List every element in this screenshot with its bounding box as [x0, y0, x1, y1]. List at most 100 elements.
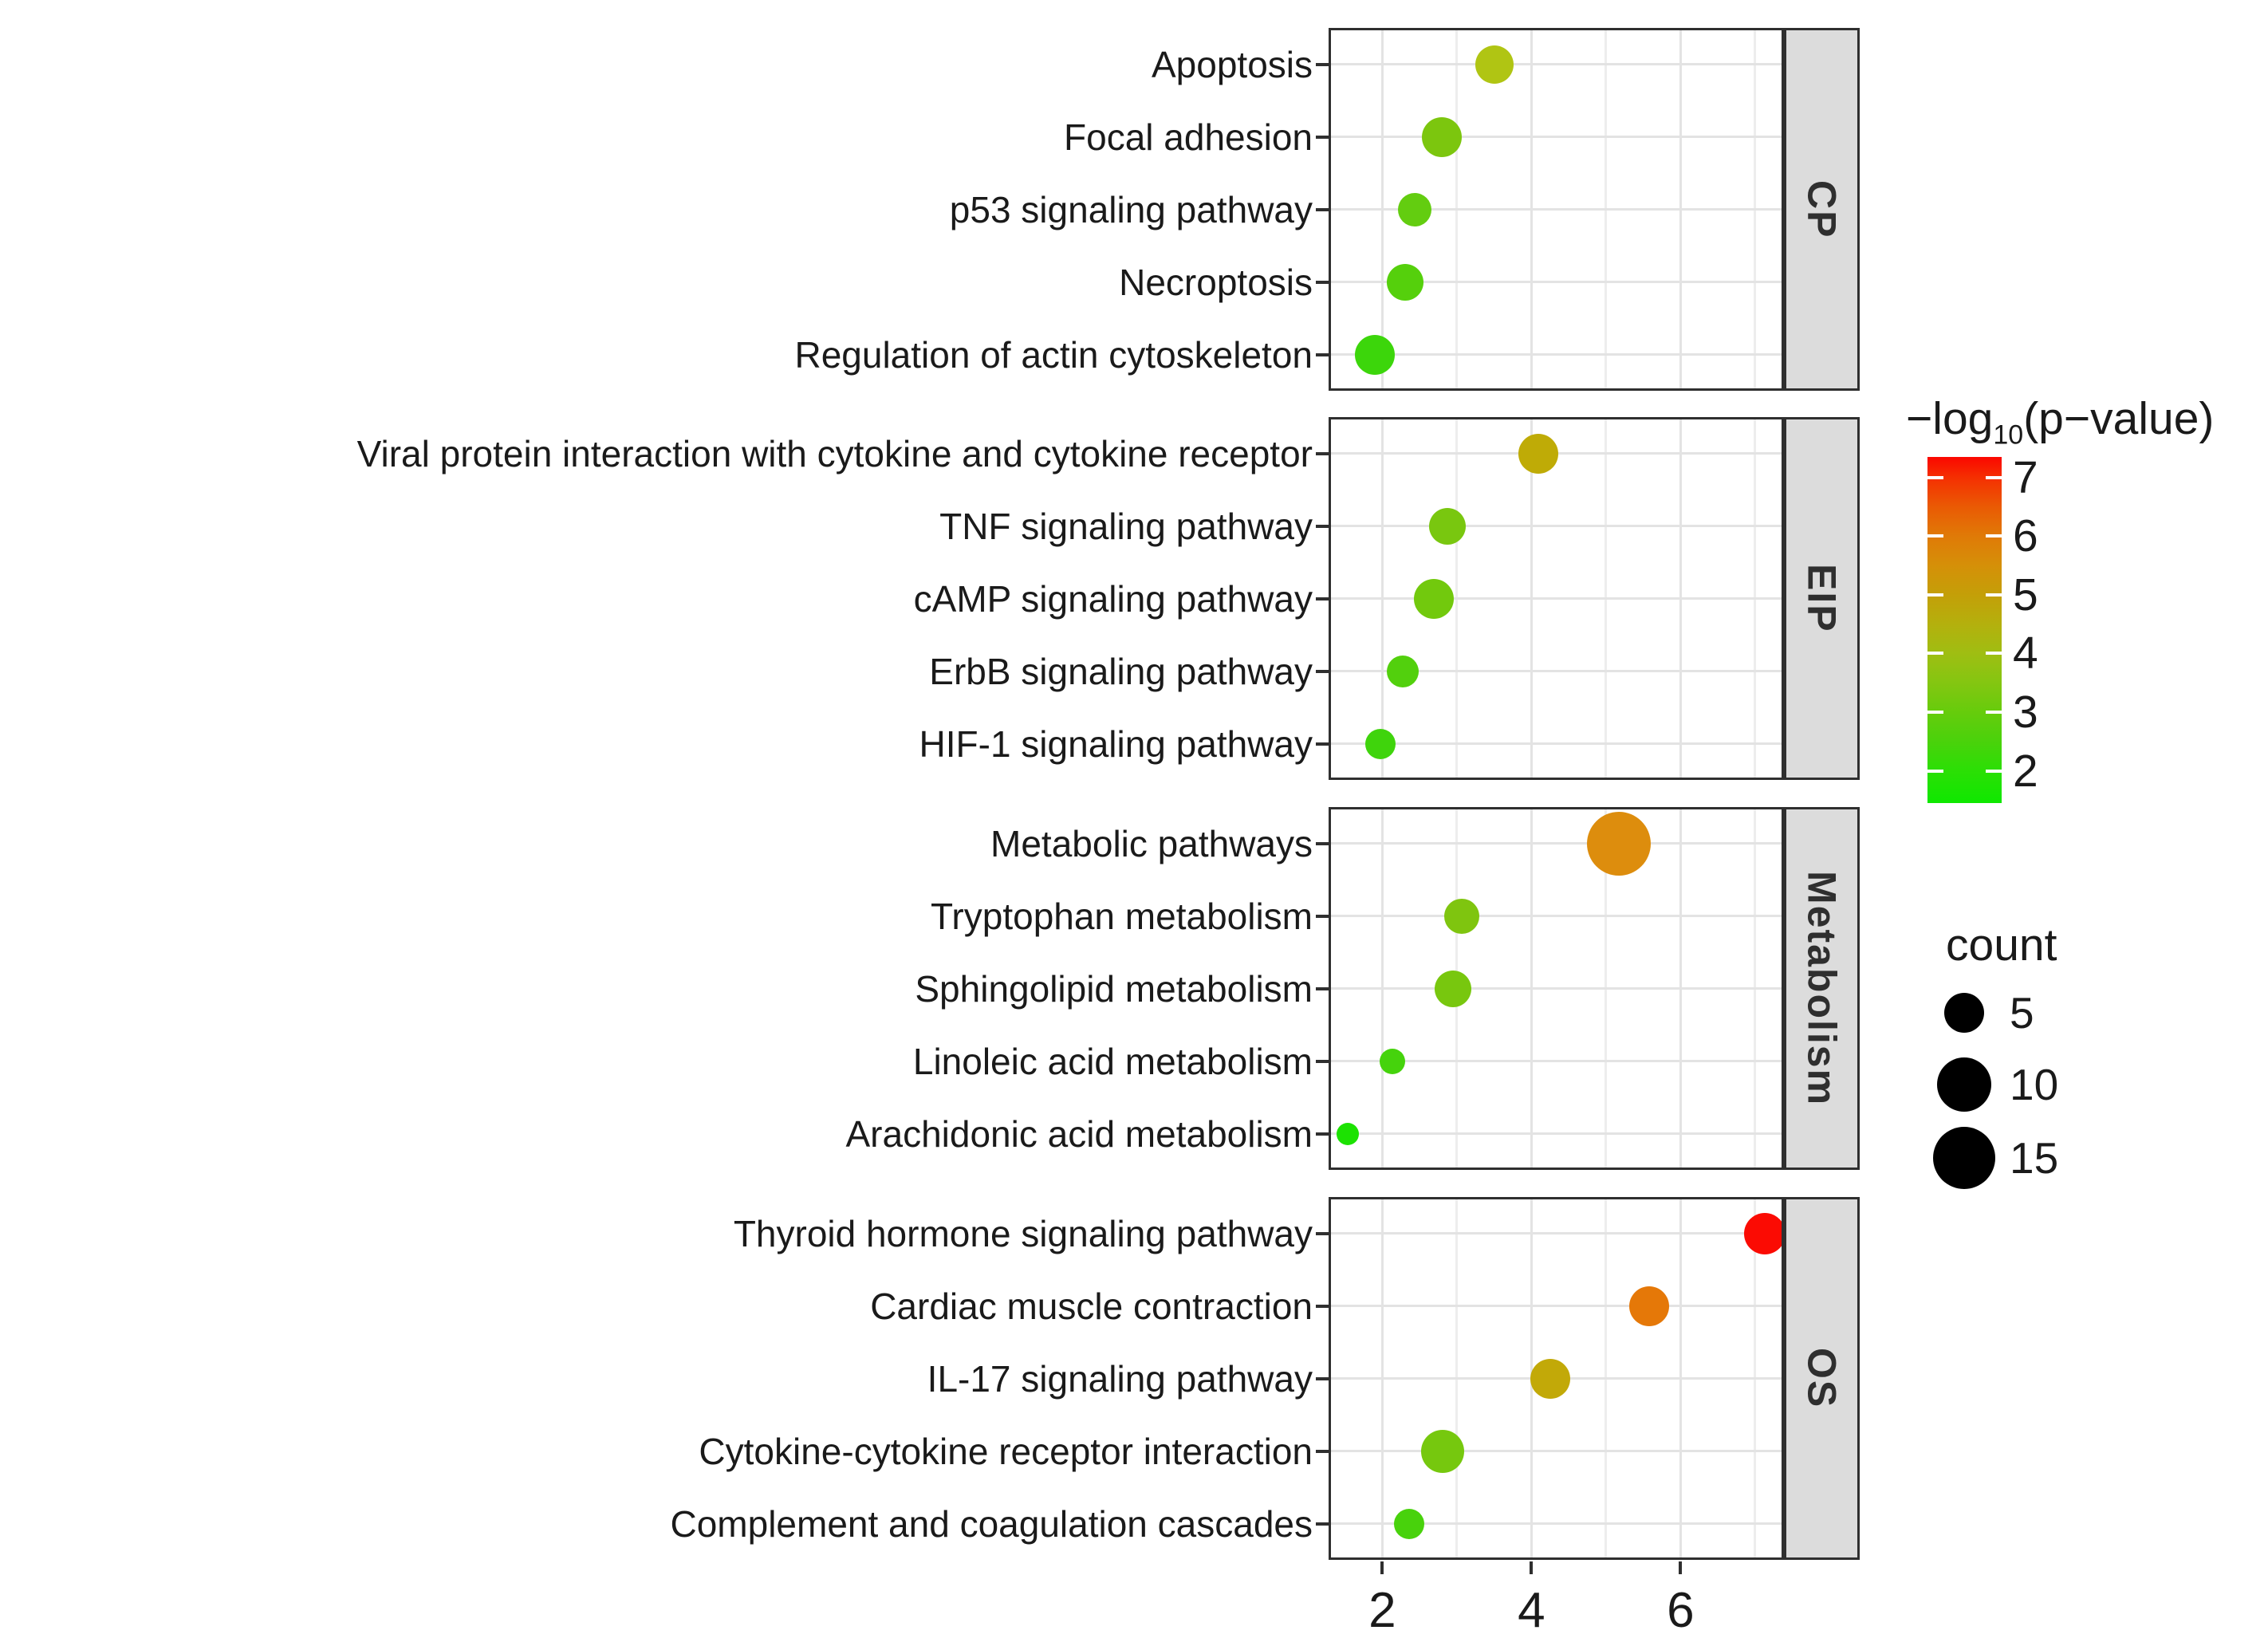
colorbar-tick	[1927, 652, 1943, 656]
colorbar-tick	[1927, 710, 1943, 714]
facet-strip-cp: CP	[1784, 28, 1860, 391]
color-legend-title-sub: 10	[1993, 419, 2024, 451]
pathway-label: Cardiac muscle contraction	[870, 1285, 1313, 1327]
dot-sphingolipid-metabolism	[1435, 970, 1472, 1007]
colorbar-tick	[1927, 769, 1943, 773]
gridline-horizontal	[1331, 670, 1782, 672]
y-axis-tick	[1316, 986, 1329, 990]
dot-hif-1-signaling-pathway	[1365, 728, 1396, 759]
y-axis-tick	[1316, 1376, 1329, 1380]
count-legend-circle	[1937, 1057, 1991, 1112]
dot-arachidonic-acid-metabolism	[1337, 1122, 1360, 1145]
colorbar-tick	[1986, 534, 2002, 538]
pathway-label: Thyroid hormone signaling pathway	[733, 1212, 1313, 1254]
colorbar-tick	[1986, 652, 2002, 656]
gridline-horizontal	[1331, 742, 1782, 745]
dot-regulation-of-actin-cytoskeleton	[1354, 334, 1395, 375]
y-axis-tick	[1316, 597, 1329, 600]
x-axis-tick-label: 6	[1667, 1583, 1695, 1638]
gridline-horizontal	[1331, 208, 1782, 211]
dot-cytokine-cytokine-receptor-interaction	[1421, 1429, 1465, 1473]
gridline-horizontal	[1331, 1132, 1782, 1135]
dot-camp-signaling-pathway	[1413, 578, 1454, 619]
dot-il-17-signaling-pathway	[1530, 1358, 1570, 1399]
gridline-horizontal	[1331, 353, 1782, 356]
pathway-label: Necroptosis	[1119, 261, 1313, 303]
gridline-horizontal	[1331, 1450, 1782, 1452]
count-legend-circle	[1944, 993, 1984, 1033]
size-legend-title: count	[1946, 919, 2057, 971]
colorbar-gradient	[1927, 457, 2002, 803]
facet-strip-label: OS	[1799, 1348, 1845, 1409]
pathway-label: Sphingolipid metabolism	[915, 967, 1313, 1010]
pathway-label: Apoptosis	[1151, 43, 1313, 85]
pathway-label: cAMP signaling pathway	[913, 577, 1313, 620]
color-legend-title-prefix: −log	[1906, 393, 1994, 444]
facet-strip-label: Metabolism	[1799, 870, 1845, 1107]
gridline-horizontal	[1331, 915, 1782, 917]
y-axis-tick	[1316, 914, 1329, 918]
y-axis-tick	[1316, 1449, 1329, 1453]
colorbar-tick	[1986, 593, 2002, 597]
color-legend-title: −log10(p−value)	[1906, 392, 2214, 451]
x-axis-tick	[1530, 1561, 1534, 1574]
pathway-label: Regulation of actin cytoskeleton	[794, 333, 1313, 376]
y-axis-tick	[1316, 280, 1329, 284]
y-axis-tick	[1316, 669, 1329, 673]
colorbar-tick-label: 4	[2013, 628, 2038, 679]
count-legend-circle	[1933, 1127, 1995, 1189]
facet-panel-os	[1329, 1197, 1784, 1560]
x-axis-tick-label: 2	[1368, 1583, 1396, 1638]
y-axis-tick	[1316, 62, 1329, 66]
y-axis-tick	[1316, 1522, 1329, 1526]
gridline-horizontal	[1331, 63, 1782, 65]
dot-p53-signaling-pathway	[1398, 192, 1432, 226]
colorbar-tick	[1986, 769, 2002, 773]
dot-complement-and-coagulation-cascades	[1393, 1508, 1424, 1539]
colorbar-tick-label: 2	[2013, 745, 2038, 797]
gridline-horizontal	[1331, 281, 1782, 283]
y-axis-tick	[1316, 451, 1329, 455]
colorbar-tick	[1986, 475, 2002, 479]
dot-thyroid-hormone-signaling-pathway	[1743, 1212, 1782, 1254]
colorbar-tick-label: 3	[2013, 686, 2038, 738]
colorbar-tick	[1986, 710, 2002, 714]
pathway-label: Complement and coagulation cascades	[670, 1502, 1313, 1545]
pathway-label: ErbB signaling pathway	[929, 650, 1313, 692]
x-axis-tick-label: 4	[1518, 1583, 1545, 1638]
colorbar-tick	[1927, 475, 1943, 479]
dot-metabolic-pathways	[1586, 811, 1651, 876]
colorbar-tick-label: 7	[2013, 451, 2038, 503]
y-axis-tick	[1316, 135, 1329, 139]
y-axis-tick	[1316, 207, 1329, 211]
x-axis-tick	[1380, 1561, 1384, 1574]
dot-erbb-signaling-pathway	[1386, 655, 1419, 687]
pathway-label: Focal adhesion	[1064, 116, 1313, 158]
y-axis-tick	[1316, 352, 1329, 356]
dot-tryptophan-metabolism	[1444, 898, 1480, 934]
dot-necroptosis	[1387, 263, 1424, 301]
facet-panel-eip	[1329, 417, 1784, 780]
pathway-label: Arachidonic acid metabolism	[845, 1112, 1313, 1155]
dot-apoptosis	[1475, 45, 1514, 84]
y-axis-tick	[1316, 1132, 1329, 1136]
gridline-horizontal	[1331, 1232, 1782, 1234]
pathway-label: Tryptophan metabolism	[931, 895, 1313, 937]
y-axis-tick	[1316, 742, 1329, 746]
y-axis-tick	[1316, 841, 1329, 845]
facet-strip-label: CP	[1799, 179, 1845, 239]
gridline-horizontal	[1331, 1522, 1782, 1525]
dot-cardiac-muscle-contraction	[1629, 1286, 1670, 1326]
pathway-label: TNF signaling pathway	[939, 505, 1313, 547]
facet-strip-os: OS	[1784, 1197, 1860, 1560]
gridline-horizontal	[1331, 987, 1782, 990]
count-legend-label: 15	[2010, 1133, 2059, 1183]
count-legend-label: 10	[2010, 1060, 2059, 1109]
y-axis-tick	[1316, 524, 1329, 528]
gridline-horizontal	[1331, 525, 1782, 527]
y-axis-tick	[1316, 1304, 1329, 1308]
pathway-label: IL-17 signaling pathway	[927, 1357, 1313, 1400]
facet-strip-eip: EIP	[1784, 417, 1860, 780]
facet-panel-cp	[1329, 28, 1784, 391]
